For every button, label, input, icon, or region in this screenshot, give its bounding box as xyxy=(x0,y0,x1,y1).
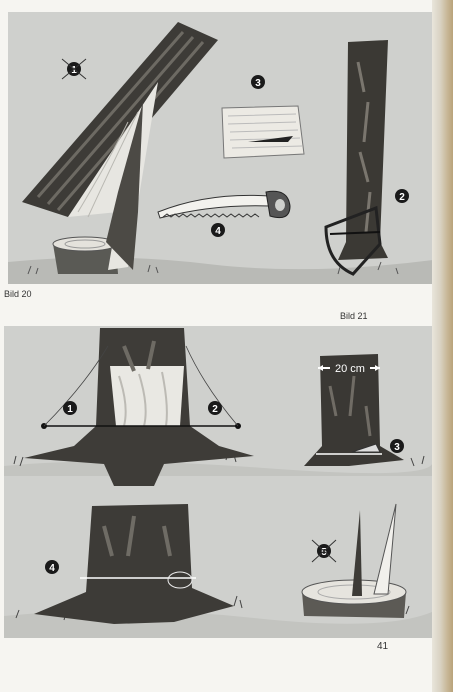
marker-3-icon: 3 xyxy=(251,75,265,89)
bottom-marker-1-label: 1 xyxy=(67,404,73,415)
caption-bild-20: Bild 20 xyxy=(4,289,32,299)
book-spine-edge xyxy=(432,0,453,692)
marker-5-crossed-icon: 5 xyxy=(312,540,336,562)
caption-bild-21: Bild 21 xyxy=(340,311,368,321)
page-number: 41 xyxy=(377,641,388,652)
stump-with-low-cut xyxy=(34,504,234,624)
marker-1-icon: 1 xyxy=(63,401,77,415)
tree-felling-illustration: 1 3 4 2 xyxy=(8,12,433,284)
standing-tree-with-bow-saw xyxy=(326,40,388,274)
bottom-marker-3-label: 3 xyxy=(394,442,400,453)
marker-2-icon: 2 xyxy=(208,401,222,415)
marker-3-icon: 3 xyxy=(390,439,404,453)
bottom-marker-2-label: 2 xyxy=(212,404,218,415)
bark-cut-diagram xyxy=(222,106,304,158)
marker-2-label: 2 xyxy=(399,192,405,203)
flat-stump-with-wedges xyxy=(302,504,406,618)
illustration-panel-bottom: 20 cm 1 xyxy=(4,326,432,638)
illustration-panel-top: 1 3 4 2 xyxy=(8,12,433,284)
measurement-label: 20 cm xyxy=(335,363,365,375)
bottom-marker-4-label: 4 xyxy=(49,563,55,574)
stump-cutting-illustration: 20 cm 1 xyxy=(4,326,432,638)
marker-3-label: 3 xyxy=(255,78,261,89)
marker-4-icon: 4 xyxy=(45,560,59,574)
handsaw-drawing xyxy=(158,191,290,218)
marker-4-icon: 4 xyxy=(211,223,225,237)
marker-2-icon: 2 xyxy=(395,189,409,203)
marker-4-label: 4 xyxy=(215,226,221,237)
falling-tree-trunk xyxy=(22,22,218,270)
marker-1-crossed-icon: 1 xyxy=(62,59,86,79)
